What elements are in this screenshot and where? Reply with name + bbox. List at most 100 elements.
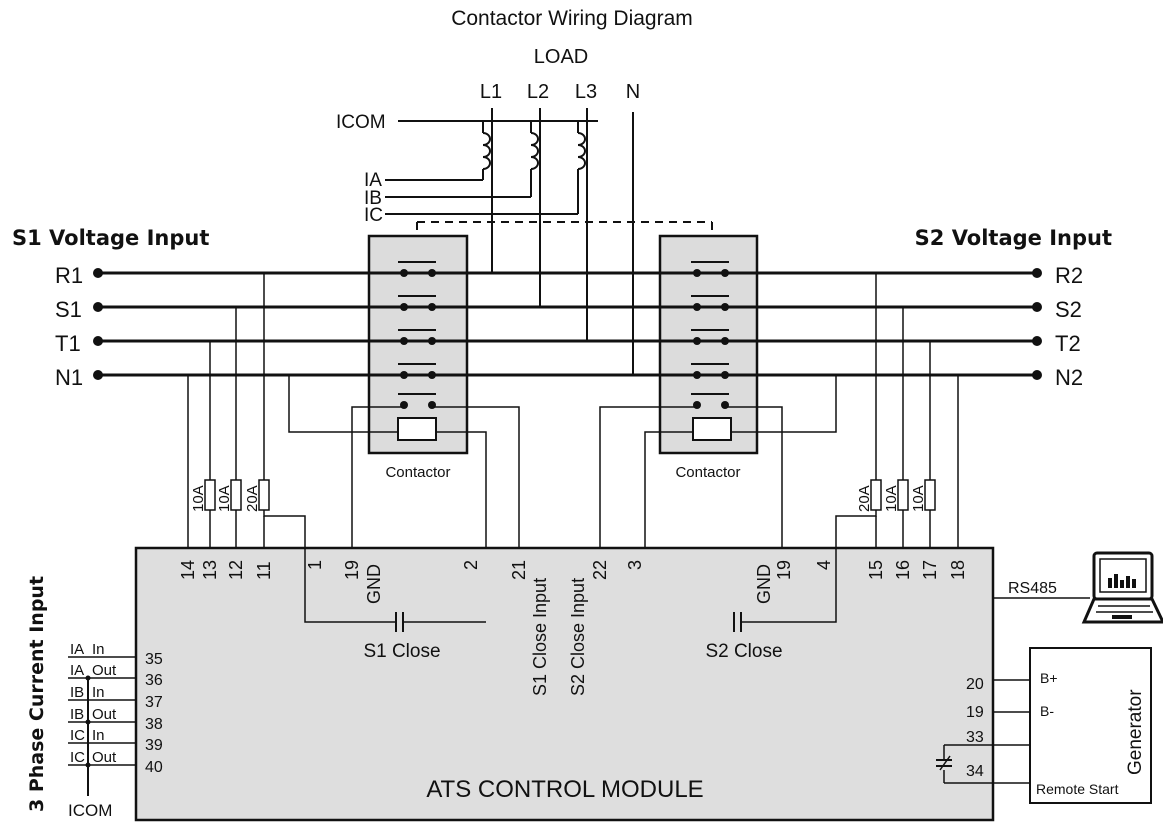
generator-b-plus: B+ — [1040, 670, 1058, 686]
s1-line-s1: S1 — [55, 297, 82, 322]
ci-row-5-dir: In — [92, 727, 105, 744]
s1-close-label: S1 Close — [363, 641, 440, 662]
ct-ia-label: IA — [364, 170, 382, 191]
s1-line-n1: N1 — [55, 365, 83, 390]
generator-b-minus: B- — [1040, 703, 1054, 719]
current-transformers: ICOM IA IB IC — [336, 112, 598, 226]
terminal-2: 2 — [461, 560, 481, 570]
diagram-title: Contactor Wiring Diagram — [451, 7, 693, 30]
current-input-heading: 3 Phase Current Input — [26, 576, 48, 812]
ct-ic-label: IC — [364, 205, 383, 226]
load-phase-n: N — [626, 81, 640, 103]
contactor-s2-coil — [692, 417, 732, 441]
ci-row-1-ct: IA — [70, 641, 84, 658]
ci-row-4-ct: IB — [70, 706, 84, 723]
fuse-s2-1: 20A — [856, 485, 873, 512]
generator-box — [1029, 647, 1152, 804]
ci-row-3-dir: In — [92, 684, 105, 701]
terminal-13: 13 — [200, 560, 220, 580]
terminal-15: 15 — [866, 560, 886, 580]
generator-wiring — [936, 679, 1030, 784]
module-right-terminals: 20 19 33 34 — [966, 676, 984, 780]
s2-line-r2: R2 — [1055, 263, 1083, 288]
load-conductors — [491, 108, 634, 375]
fuse-s1-2: 10A — [216, 485, 233, 512]
terminal-12: 12 — [226, 560, 246, 580]
fuse-s2-2: 10A — [883, 485, 900, 512]
s2-line-n2: N2 — [1055, 365, 1083, 390]
terminal-11: 11 — [254, 561, 274, 580]
terminal-21: 21 — [509, 560, 529, 580]
terminal-39: 39 — [145, 737, 163, 754]
s1-bus-lines — [93, 268, 633, 380]
s2-close-label: S2 Close — [705, 641, 782, 662]
contactor-s1-contacts — [398, 261, 436, 409]
s2-close-input-label: S2 Close Input — [568, 578, 588, 696]
terminal-16: 16 — [893, 560, 913, 580]
generator-label: Generator — [1125, 689, 1146, 775]
s1-line-r1: R1 — [55, 263, 83, 288]
module-left-terminals: 35 36 37 38 39 40 — [145, 651, 163, 776]
load-label: LOAD — [534, 46, 588, 68]
ci-row-6-dir: Out — [92, 749, 117, 766]
module-name: ATS CONTROL MODULE — [426, 776, 703, 803]
fuse-s2-3: 10A — [910, 485, 927, 512]
s1-close-input-label: S1 Close Input — [530, 578, 550, 696]
s1-fuses: 10A 10A 20A — [190, 479, 270, 512]
ci-row-4-dir: Out — [92, 706, 117, 723]
contactor-s1-coil — [397, 417, 437, 441]
s2-bus-lines — [492, 268, 1042, 380]
s1-line-t1: T1 — [55, 331, 81, 356]
fuse-s1-3: 20A — [244, 485, 261, 512]
terminal-36: 36 — [145, 672, 163, 689]
s2-line-s2: S2 — [1055, 297, 1082, 322]
terminal-1: 1 — [305, 560, 325, 570]
terminal-19-s2: 19 — [774, 560, 794, 580]
ats-control-module — [134, 546, 995, 822]
s2-line-t2: T2 — [1055, 331, 1081, 356]
terminal-14: 14 — [178, 560, 198, 580]
terminal-37: 37 — [145, 694, 163, 711]
load-phase-l3: L3 — [575, 81, 597, 103]
terminal-19-gen: 19 — [966, 704, 984, 721]
terminal-38: 38 — [145, 716, 163, 733]
terminal-22: 22 — [590, 560, 610, 580]
laptop-icon — [1081, 551, 1163, 624]
s1-voltage-heading: S1 Voltage Input — [12, 226, 209, 250]
s2-voltage-heading: S2 Voltage Input — [915, 226, 1112, 250]
ct-ib-label: IB — [364, 188, 382, 209]
terminal-gnd-s1: GND — [364, 564, 384, 604]
ci-row-2-ct: IA — [70, 662, 84, 679]
ci-row-2-dir: Out — [92, 662, 117, 679]
s2-close-contact — [733, 548, 837, 632]
ci-row-5-ct: IC — [70, 727, 85, 744]
ct-common-label: ICOM — [336, 112, 386, 133]
load-phase-l2: L2 — [527, 81, 549, 103]
terminal-gnd-s2: GND — [754, 564, 774, 604]
terminal-19-s1: 19 — [342, 560, 362, 580]
terminal-34: 34 — [966, 763, 984, 780]
fuse-s1-1: 10A — [190, 485, 207, 512]
s2-fuses: 20A 10A 10A — [856, 479, 936, 512]
generator-remote-start: Remote Start — [1036, 781, 1119, 797]
terminal-3: 3 — [625, 560, 645, 570]
terminal-17: 17 — [920, 560, 940, 580]
current-input-rows: IA In IA Out IB In IB Out IC In IC Out — [68, 641, 136, 796]
ci-row-6-ct: IC — [70, 749, 85, 766]
terminal-4: 4 — [814, 560, 834, 570]
module-top-terminals: 14 13 12 11 1 19 GND 2 21 S1 Close Input… — [178, 560, 968, 696]
terminal-33: 33 — [966, 729, 984, 746]
ci-row-3-ct: IB — [70, 684, 84, 701]
terminal-40: 40 — [145, 759, 163, 776]
terminal-18: 18 — [948, 560, 968, 580]
current-input-common: ICOM — [68, 801, 112, 820]
contactor-s1-label: Contactor — [385, 464, 450, 481]
load-phase-l1: L1 — [480, 81, 502, 103]
ci-row-1-dir: In — [92, 641, 105, 658]
terminal-35: 35 — [145, 651, 163, 668]
terminal-20: 20 — [966, 676, 984, 693]
rs485-label: RS485 — [1008, 580, 1057, 597]
s1-close-contact — [304, 548, 486, 632]
contactor-s2-label: Contactor — [675, 464, 740, 481]
